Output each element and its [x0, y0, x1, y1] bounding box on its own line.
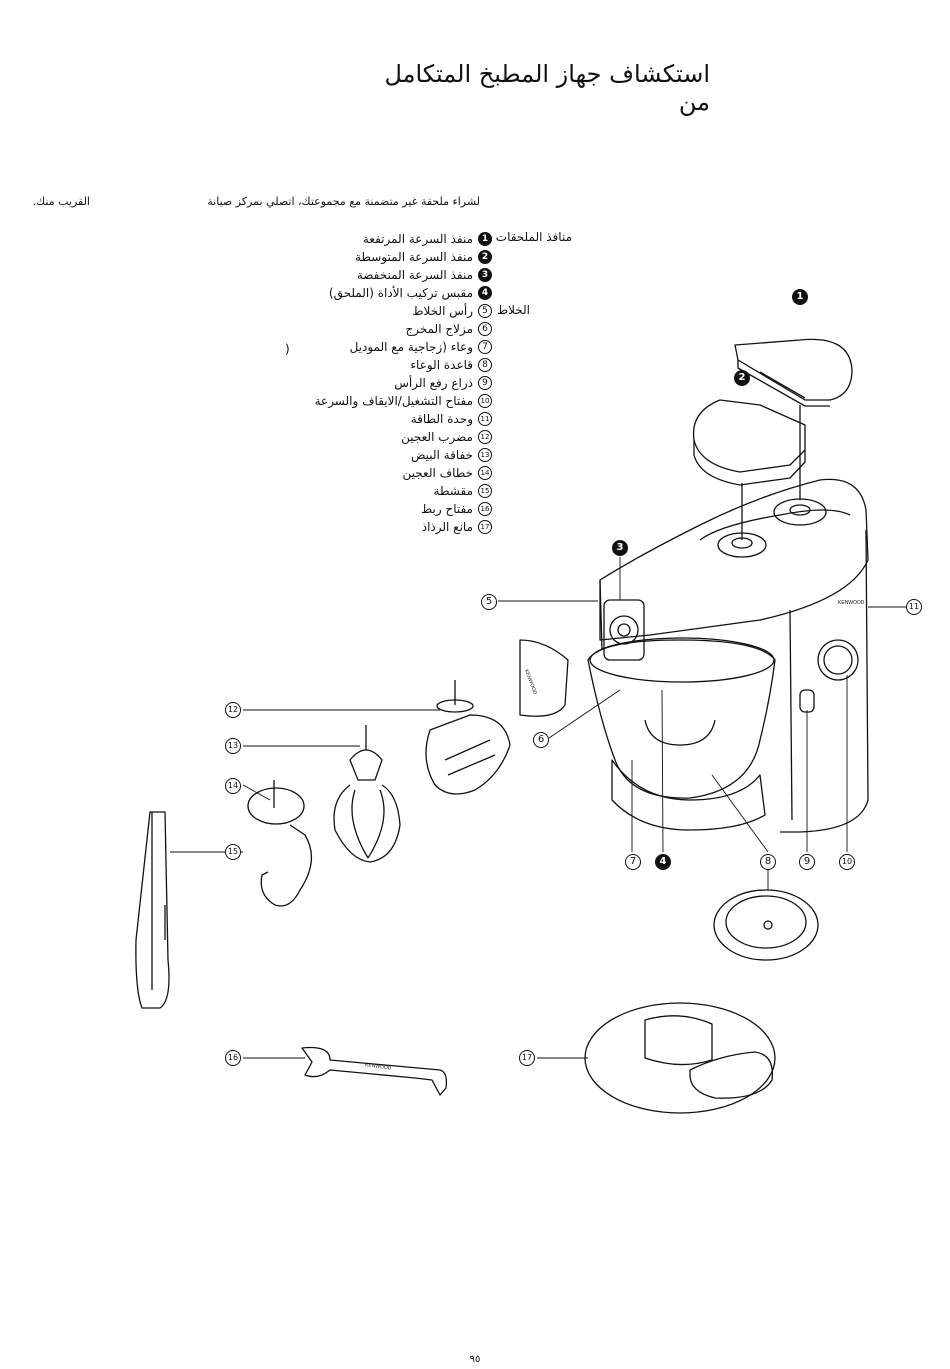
- legend-number: 16: [478, 502, 492, 516]
- legend-item: 14 خطاف العجين: [403, 464, 492, 482]
- callout-9: 9: [799, 854, 815, 870]
- legend-number: 11: [478, 412, 492, 426]
- legend-label: مقشطة: [433, 484, 473, 498]
- callout-6: 6: [533, 732, 549, 748]
- legend-item: 8 قاعدة الوعاء: [410, 356, 492, 374]
- mixing-bowl: [587, 637, 776, 831]
- legend-item: 5 رأس الخلاط: [412, 302, 492, 320]
- legend-number: 10: [478, 394, 492, 408]
- callout-2: 2: [734, 370, 750, 386]
- legend-label: ذراع رفع الرأس: [394, 376, 473, 390]
- callout-7: 7: [625, 854, 641, 870]
- dough-hook: [247, 780, 312, 907]
- legend-number: 17: [478, 520, 492, 534]
- callout-4: 4: [655, 854, 671, 870]
- legend-item: 2 منفذ السرعة المتوسطة: [355, 248, 492, 266]
- legend-label: خفاقة البيض: [410, 448, 473, 462]
- legend-label: مقبس تركيب الأداة (الملحق): [328, 286, 473, 300]
- legend-bracket: ): [285, 342, 290, 356]
- callout-1: 1: [792, 289, 808, 305]
- page-number: ٩٥: [469, 1354, 481, 1365]
- legend-item: 16 مفتاح ربط: [421, 500, 492, 518]
- legend-number: 15: [478, 484, 492, 498]
- splash-guard: [584, 1002, 776, 1114]
- legend-number: 9: [478, 376, 492, 390]
- outlets-heading: منافذ الملحقات: [495, 230, 572, 244]
- callout-10: 10: [839, 854, 855, 870]
- legend-number: 8: [478, 358, 492, 372]
- legend-label: مضرب العجين: [401, 430, 473, 444]
- legend-number: 14: [478, 466, 492, 480]
- callout-15: 15: [225, 844, 241, 860]
- spanner: [301, 1046, 448, 1096]
- brand-logo-spanner: KENWOOD: [365, 1062, 392, 1072]
- callout-13: 13: [225, 738, 241, 754]
- callout-8: 8: [760, 854, 776, 870]
- legend-label: مفتاح التشغيل/الايقاف والسرعة: [314, 394, 473, 408]
- legend-label: وعاء (زجاجية مع الموديل: [349, 340, 473, 354]
- legend-number: 4: [478, 286, 492, 300]
- callout-5: 5: [481, 594, 497, 610]
- legend-item: 11 وحدة الطاقة: [411, 410, 492, 428]
- legend-label: منفذ السرعة المتوسطة: [354, 250, 473, 264]
- legend-item: 15 مقشطة: [434, 482, 492, 500]
- legend-label: قاعدة الوعاء: [410, 358, 473, 372]
- callout-14: 14: [225, 778, 241, 794]
- whisk: [333, 725, 401, 863]
- legend-label: منفذ السرعة المرتفعة: [362, 232, 473, 246]
- legend-number: 5: [478, 304, 492, 318]
- legend-label: وحدة الطاقة: [410, 412, 473, 426]
- medium-speed-outlet-cover: [692, 399, 806, 486]
- legend-number: 12: [478, 430, 492, 444]
- legend-number: 7: [478, 340, 492, 354]
- mixer-heading: الخلاط: [497, 303, 530, 317]
- callout-3: 3: [612, 540, 628, 556]
- legend-item: 13 خفاقة البيض: [411, 446, 492, 464]
- legend-number: 2: [478, 250, 492, 264]
- legend-item: 12 مضرب العجين: [401, 428, 492, 446]
- high-speed-outlet-cover: [734, 338, 853, 407]
- legend-label: منفذ السرعة المنخفضة: [356, 268, 473, 282]
- legend-number: 3: [478, 268, 492, 282]
- power-unit: [780, 529, 869, 833]
- legend-label: رأس الخلاط: [412, 304, 473, 318]
- legend-label: مفتاح ربط: [421, 502, 473, 516]
- brand-logo-head: KENWOOD: [838, 600, 865, 606]
- legend-item: 9 ذراع رفع الرأس: [394, 374, 492, 392]
- k-beater: [425, 680, 511, 795]
- bowl-base: [713, 889, 819, 961]
- legend-item: 3 منفذ السرعة المنخفضة: [357, 266, 492, 284]
- brand-logo-cover: KENWOOD: [523, 669, 538, 696]
- callout-11: 11: [906, 599, 922, 615]
- callout-17: 17: [519, 1050, 535, 1066]
- legend-number: 13: [478, 448, 492, 462]
- legend-item: 10 مفتاح التشغيل/الايقاف والسرعة: [315, 392, 492, 410]
- spatula: [135, 811, 170, 1009]
- intro-text-tail: القريب منك.: [32, 195, 90, 208]
- legend-number: 6: [478, 322, 492, 336]
- legend-label: مانع الرذاذ: [421, 520, 473, 534]
- legend-label: مزلاج المخرج: [405, 322, 474, 336]
- mixer-head: [599, 478, 869, 661]
- legend-item: 4 مقبس تركيب الأداة (الملحق): [329, 284, 492, 302]
- legend-item: 7 وعاء (زجاجية مع الموديل: [350, 338, 492, 356]
- legend-item: 1 منفذ السرعة المرتفعة: [363, 230, 492, 248]
- legend-number: 1: [478, 232, 492, 246]
- page-title: استكشاف جهاز المطبخ المتكامل من: [384, 60, 710, 116]
- intro-text: لشراء ملحقة غير متضمنة مع مجموعتك، اتصلي…: [207, 195, 480, 208]
- callout-12: 12: [225, 702, 241, 718]
- callout-16: 16: [225, 1050, 241, 1066]
- legend-label: خطاف العجين: [402, 466, 473, 480]
- legend-item: 17 مانع الرذاذ: [422, 518, 492, 536]
- legend-item: 6 مزلاج المخرج: [405, 320, 492, 338]
